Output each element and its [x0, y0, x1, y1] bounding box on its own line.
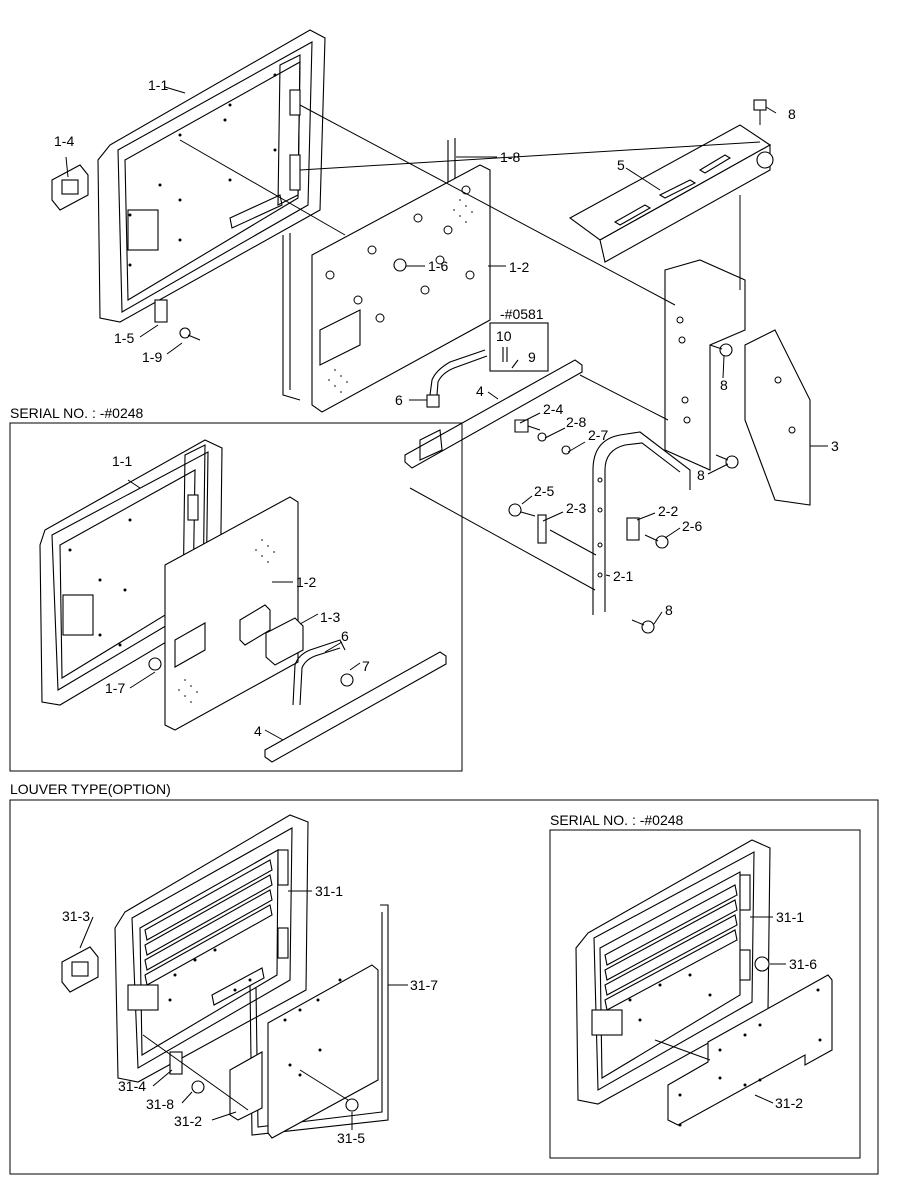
detail-box-0581 [489, 322, 549, 372]
fasteners-2-5-2-3 [508, 503, 547, 544]
bolt-8-top [753, 99, 767, 125]
callout-1-9: 1-9 [142, 349, 162, 365]
callout-1-1: 1-1 [148, 77, 168, 93]
callout-1-4: 1-4 [54, 133, 74, 149]
callout-2-7: 2-7 [588, 427, 608, 443]
serial-left-callout-1-1: 1-1 [112, 453, 132, 469]
callout-0581: -#0581 [500, 306, 544, 322]
louver-left-callout-31-8: 31-8 [146, 1096, 174, 1112]
callout-1-6: 1-6 [428, 258, 448, 274]
callout-1-5: 1-5 [114, 330, 134, 346]
bolt-8-mid [709, 343, 733, 357]
louver-left-callout-31-2: 31-2 [174, 1113, 202, 1129]
callout-2-6: 2-6 [682, 518, 702, 534]
callout-4: 4 [476, 383, 484, 399]
frame-2-1 [592, 431, 691, 615]
main-exploded-view: 1-1 1-4 1-5 1-9 1-8 1-6 1-2 -#0581 10 9 … [51, 29, 839, 634]
callout-9: 9 [528, 349, 536, 365]
callout-2-5: 2-5 [534, 483, 554, 499]
handle-6 [426, 349, 488, 408]
serial-box-left: SERIAL NO. : -#0248 [9, 405, 463, 772]
louver-right-callout-31-2: 31-2 [775, 1095, 803, 1111]
callout-1-8: 1-8 [500, 149, 520, 165]
callout-2-1: 2-1 [613, 568, 633, 584]
callout-2-8: 2-8 [566, 414, 586, 430]
hinge-1-5 [154, 299, 168, 323]
door-frame-1-1 [97, 29, 326, 323]
serial-box-left-title: SERIAL NO. : -#0248 [10, 405, 144, 421]
callout-8-bottom: 8 [665, 602, 673, 618]
bar-4 [404, 359, 583, 469]
louver-left-callout-31-4: 31-4 [118, 1078, 146, 1094]
serial-left-callout-1-2: 1-2 [296, 574, 316, 590]
louver-left-callout-31-7: 31-7 [410, 977, 438, 993]
fasteners-2-4-2-8-2-7 [514, 419, 571, 455]
callout-5: 5 [617, 157, 625, 173]
serial-left-callout-1-3: 1-3 [320, 609, 340, 625]
callout-10: 10 [496, 328, 512, 344]
serial-left-callout-7: 7 [362, 658, 370, 674]
callout-8-mid: 8 [720, 377, 728, 393]
serial-left-callout-1-7: 1-7 [105, 680, 125, 696]
louver-left-callout-31-3: 31-3 [62, 908, 90, 924]
bolt-8-bottom [631, 619, 655, 634]
callout-2-2: 2-2 [658, 503, 678, 519]
assembly-lines [179, 104, 761, 591]
leaders [65, 86, 828, 625]
louver-left-callout-31-1: 31-1 [315, 883, 343, 899]
callout-2-3: 2-3 [566, 500, 586, 516]
callout-6: 6 [395, 392, 403, 408]
callout-1-2: 1-2 [509, 259, 529, 275]
bolt-1-9 [179, 327, 201, 341]
bolt-8-low [715, 454, 739, 469]
panel-1-2 [311, 164, 491, 413]
seal-1-8 [282, 138, 456, 401]
serial-box-right-title: SERIAL NO. : -#0248 [550, 812, 684, 828]
callout-8-low: 8 [697, 467, 705, 483]
louver-title: LOUVER TYPE(OPTION) [10, 781, 171, 797]
louver-section: LOUVER TYPE(OPTION) [9, 781, 879, 1175]
plug-1-6 [393, 258, 407, 272]
bracket-3 [664, 259, 811, 506]
callout-8-top: 8 [788, 106, 796, 122]
fasteners-2-2-2-6 [626, 517, 669, 549]
callout-2-4: 2-4 [543, 401, 563, 417]
serial-left-callout-4: 4 [254, 723, 262, 739]
bracket-5 [568, 124, 774, 263]
louver-right-callout-31-1: 31-1 [776, 909, 804, 925]
louver-left-callout-31-5: 31-5 [337, 1130, 365, 1146]
callout-3: 3 [831, 438, 839, 454]
louver-right-callout-31-6: 31-6 [789, 956, 817, 972]
serial-left-callout-6: 6 [341, 628, 349, 644]
latch-1-4 [51, 164, 89, 211]
